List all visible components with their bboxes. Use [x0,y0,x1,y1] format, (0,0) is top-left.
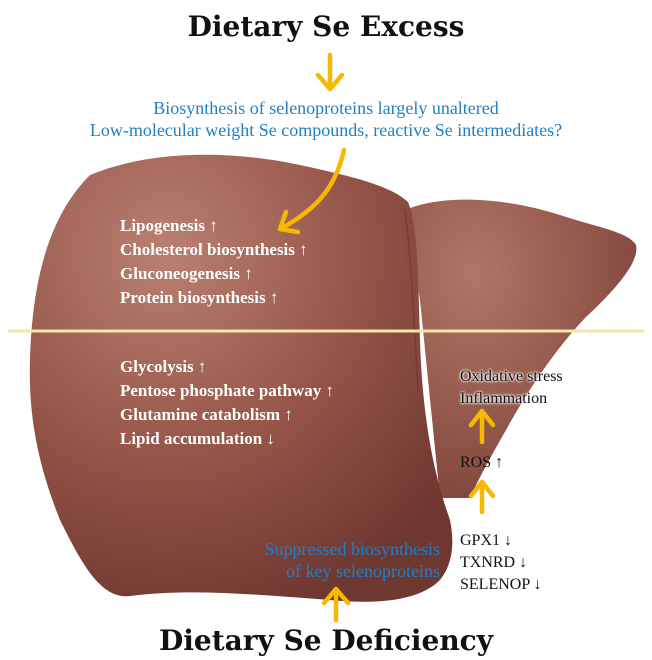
liver-right-lobe [405,200,636,498]
selenoprotein-item: GPX1 [460,530,542,552]
excess-effect-item: Lipogenesis [120,214,308,238]
selenoprotein-list: GPX1 TXNRD SELENOP [460,530,542,596]
top-title: Dietary Se Excess [0,10,652,43]
excess-note-line: Biosynthesis of selenoproteins largely u… [0,97,652,119]
ros-item: ROS [460,452,503,474]
excess-effects-list: Lipogenesis Cholesterol biosynthesis Glu… [120,214,308,310]
excess-note-line: Low-molecular weight Se compounds, react… [0,119,652,141]
excess-effect-item: Gluconeogenesis [120,262,308,286]
deficiency-effect-item: Glutamine catabolism [120,403,334,427]
deficiency-effects-list: Glycolysis Pentose phosphate pathway Glu… [120,355,334,451]
selenoprotein-item: TXNRD [460,552,542,574]
excess-effect-item: Protein biosynthesis [120,286,308,310]
deficiency-note: Suppressed biosynthesis of key selenopro… [200,538,440,582]
arrow-down-top-icon [318,55,342,89]
excess-notes: Biosynthesis of selenoproteins largely u… [0,97,652,141]
deficiency-effect-item: Pentose phosphate pathway [120,379,334,403]
outcome-item: Inflammation [460,388,563,410]
excess-effect-item: Cholesterol biosynthesis [120,238,308,262]
ros-label: ROS [460,452,503,474]
outcome-item: Oxidative stress [460,366,563,388]
deficiency-effect-item: Lipid accumulation [120,427,334,451]
selenoprotein-item: SELENOP [460,574,542,596]
deficiency-effect-item: Glycolysis [120,355,334,379]
outcomes-list: Oxidative stress Inflammation [460,366,563,410]
deficiency-note-line: Suppressed biosynthesis [200,538,440,560]
bottom-title: Dietary Se Deficiency [0,624,652,657]
deficiency-note-line: of key selenoproteins [200,560,440,582]
